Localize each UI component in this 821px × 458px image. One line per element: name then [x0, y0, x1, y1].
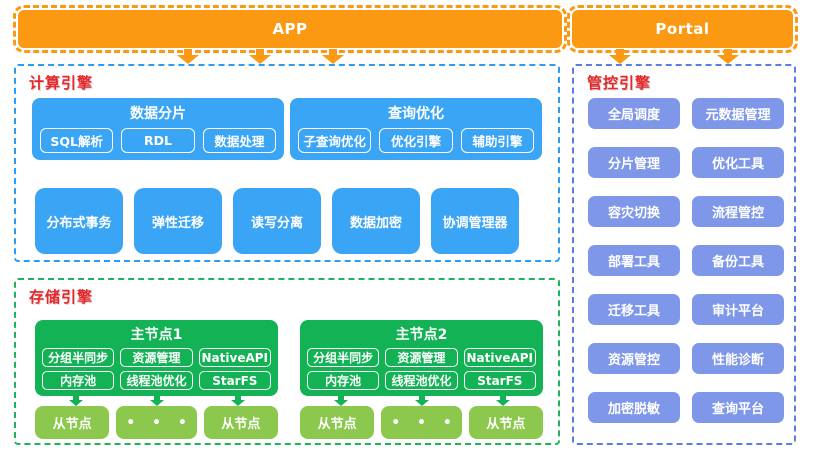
query-platform-box: 查询平台 [692, 392, 784, 423]
data-sharding-group: 数据分片 SQL解析 RDL 数据处理 [32, 98, 284, 160]
compute-engine-panel: 计算引擎 数据分片 SQL解析 RDL 数据处理 查询优化 子查询优化 优化引擎… [14, 64, 560, 262]
thread-pool-box: 线程池优化 [385, 371, 458, 390]
global-scheduling-box: 全局调度 [588, 98, 680, 129]
compute-engine-title: 计算引擎 [29, 74, 94, 92]
audit-platform-box: 审计平台 [692, 294, 784, 325]
storage-engine-panel: 存储引擎 主节点1 分组半同步 资源管理 NativeAPI 内存池 线程池优化… [14, 278, 560, 445]
portal-bar-label: Portal [655, 20, 710, 38]
resource-mgmt-box: 资源管理 [385, 348, 458, 367]
master1-to-slaves-arrows [35, 396, 278, 406]
disaster-switch-box: 容灾切换 [588, 196, 680, 227]
auxiliary-engine-box: 辅助引擎 [460, 128, 534, 153]
down-arrow-icon [177, 49, 199, 64]
query-optimization-title: 查询优化 [388, 106, 444, 122]
backup-tool-box: 备份工具 [692, 245, 784, 276]
down-arrow-icon [249, 49, 271, 64]
query-optimization-group: 查询优化 子查询优化 优化引擎 辅助引擎 [290, 98, 542, 160]
down-arrow-icon [230, 396, 245, 406]
down-arrow-icon [414, 396, 429, 406]
down-arrow-icon [609, 49, 631, 64]
sql-parser-box: SQL解析 [40, 128, 114, 153]
ellipsis-dots: • • • [116, 406, 197, 439]
master2-to-slaves-arrows [300, 396, 543, 406]
down-arrow-icon [717, 49, 739, 64]
encryption-masking-box: 加密脱敏 [588, 392, 680, 423]
deploy-tool-box: 部署工具 [588, 245, 680, 276]
data-encryption-box: 数据加密 [332, 188, 420, 254]
memory-pool-box: 内存池 [307, 371, 380, 390]
slave-node-box: 从节点 [468, 406, 543, 439]
memory-pool-box: 内存池 [42, 371, 115, 390]
down-arrow-icon [68, 396, 83, 406]
storage-engine-title: 存储引擎 [29, 288, 94, 306]
down-arrow-icon [322, 49, 344, 64]
master-node-2: 主节点2 分组半同步 资源管理 NativeAPI 内存池 线程池优化 Star… [300, 320, 543, 396]
optimizer-engine-box: 优化引擎 [379, 128, 453, 153]
master-node-1-group: 主节点1 分组半同步 资源管理 NativeAPI 内存池 线程池优化 Star… [35, 320, 278, 439]
compute-feature-row: 分布式事务 弹性迁移 读写分离 数据加密 协调管理器 [35, 188, 519, 254]
group-semisync-box: 分组半同步 [307, 348, 380, 367]
master2-slave-row: 从节点 • • • 从节点 [300, 406, 543, 439]
slave-node-box: 从节点 [203, 406, 278, 439]
master-node-2-group: 主节点2 分组半同步 资源管理 NativeAPI 内存池 线程池优化 Star… [300, 320, 543, 439]
down-arrow-icon [495, 396, 510, 406]
migration-tool-box: 迁移工具 [588, 294, 680, 325]
slave-node-box: 从节点 [35, 406, 110, 439]
resource-control-box: 资源管控 [588, 343, 680, 374]
down-arrow-icon [333, 396, 348, 406]
master1-slave-row: 从节点 • • • 从节点 [35, 406, 278, 439]
ellipsis-dots: • • • [381, 406, 462, 439]
optimization-tool-box: 优化工具 [692, 147, 784, 178]
master-node-1-title: 主节点1 [130, 327, 183, 343]
management-tool-grid: 全局调度 元数据管理 分片管理 优化工具 容灾切换 流程管控 部署工具 备份工具… [588, 98, 784, 423]
master-node-1: 主节点1 分组半同步 资源管理 NativeAPI 内存池 线程池优化 Star… [35, 320, 278, 396]
process-control-box: 流程管控 [692, 196, 784, 227]
down-arrow-icon [149, 396, 164, 406]
shard-mgmt-box: 分片管理 [588, 147, 680, 178]
management-engine-panel: 管控引擎 全局调度 元数据管理 分片管理 优化工具 容灾切换 流程管控 部署工具… [572, 64, 796, 445]
distributed-transaction-box: 分布式事务 [35, 188, 123, 254]
starfs-box: StarFS [463, 371, 536, 390]
management-engine-title: 管控引擎 [587, 74, 652, 92]
rdl-box: RDL [121, 128, 195, 153]
thread-pool-box: 线程池优化 [120, 371, 193, 390]
resource-mgmt-box: 资源管理 [120, 348, 193, 367]
read-write-split-box: 读写分离 [233, 188, 321, 254]
portal-bar: Portal [567, 5, 798, 53]
subquery-optimization-box: 子查询优化 [298, 128, 372, 153]
metadata-mgmt-box: 元数据管理 [692, 98, 784, 129]
native-api-box: NativeAPI [463, 348, 536, 367]
coordination-manager-box: 协调管理器 [431, 188, 519, 254]
slave-node-box: 从节点 [300, 406, 375, 439]
performance-diagnosis-box: 性能诊断 [692, 343, 784, 374]
app-bar: APP [13, 5, 567, 53]
native-api-box: NativeAPI [198, 348, 271, 367]
app-bar-label: APP [272, 20, 308, 38]
data-sharding-title: 数据分片 [130, 106, 186, 122]
master-node-2-title: 主节点2 [395, 327, 448, 343]
elastic-migration-box: 弹性迁移 [134, 188, 222, 254]
group-semisync-box: 分组半同步 [42, 348, 115, 367]
data-processing-box: 数据处理 [202, 128, 276, 153]
starfs-box: StarFS [198, 371, 271, 390]
